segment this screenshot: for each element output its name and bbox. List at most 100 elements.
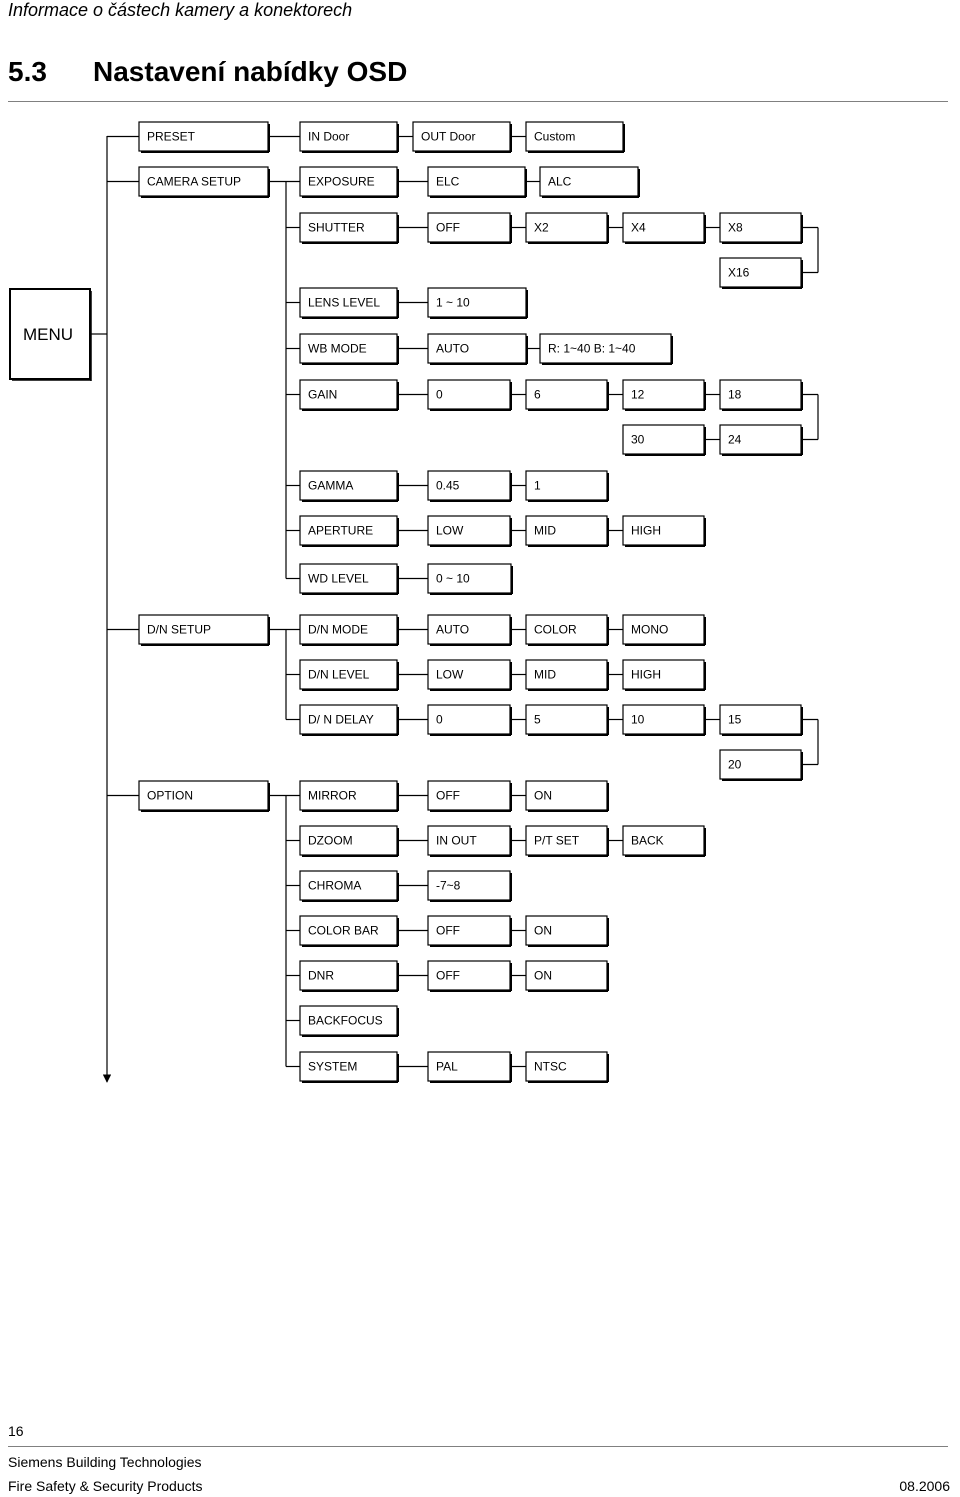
node-dn-delay-0-label: 0 (436, 713, 443, 727)
node-mirror-on-label: ON (534, 789, 552, 803)
node-system-pal-box (427, 1051, 511, 1082)
node-dzoom-label: DZOOM (308, 834, 353, 848)
node-dn-delay-5-label: 5 (534, 713, 541, 727)
node-alc: ALC (539, 166, 640, 198)
footer-date: 08.2006 (899, 1478, 950, 1494)
node-wb-mode-label: WB MODE (308, 342, 367, 356)
node-gain-18-box (719, 379, 802, 410)
node-dn-delay-20-box (719, 749, 802, 780)
node-dnr-off-label: OFF (436, 969, 460, 983)
node-alc-box (539, 166, 639, 197)
node-dn-level-mid-label: MID (534, 668, 556, 682)
node-in-door-label: IN Door (308, 130, 349, 144)
node-shutter-x2: X2 (525, 212, 609, 244)
node-dn-delay-label: D/ N DELAY (308, 713, 374, 727)
node-dn-level-high-label: HIGH (631, 668, 661, 682)
node-gain-24-box (719, 424, 802, 455)
node-dn-mode: D/N MODE (299, 614, 399, 646)
node-mirror-off-label: OFF (436, 789, 460, 803)
node-dn-level-high-box (622, 659, 705, 690)
node-dn-level: D/N LEVEL (299, 659, 399, 691)
node-gain-0-box (427, 379, 511, 410)
node-chroma-range: -7~8 (427, 870, 512, 902)
node-mirror-label: MIRROR (308, 789, 357, 803)
node-in-door: IN Door (299, 121, 399, 153)
node-shutter-x4-label: X4 (631, 221, 646, 235)
node-lens-range-label: 1 ~ 10 (436, 296, 470, 310)
node-dzoom-in-out: IN OUT (427, 825, 512, 857)
node-gain-12: 12 (622, 379, 706, 411)
node-aperture-mid-box (525, 515, 608, 546)
node-gain-0-label: 0 (436, 388, 443, 402)
node-dn-delay-20-label: 20 (728, 758, 742, 772)
node-gain-30-label: 30 (631, 433, 645, 447)
node-gamma-box (299, 470, 398, 501)
node-backfocus: BACKFOCUS (299, 1005, 399, 1037)
node-system-pal: PAL (427, 1051, 512, 1083)
node-gain-30: 30 (622, 424, 706, 456)
node-menu: MENU (9, 288, 92, 381)
node-preset-label: PRESET (147, 130, 196, 144)
node-color-bar-on: ON (525, 915, 609, 947)
node-shutter-x2-box (525, 212, 608, 243)
node-lens-range: 1 ~ 10 (427, 287, 528, 319)
node-gain-24-label: 24 (728, 433, 742, 447)
node-wb-mode-box (299, 333, 398, 364)
node-aperture-high: HIGH (622, 515, 706, 547)
node-color-bar-off-label: OFF (436, 924, 460, 938)
node-gain-6-label: 6 (534, 388, 541, 402)
node-option-box (138, 780, 269, 811)
node-gamma-1: 1 (525, 470, 609, 502)
node-mirror: MIRROR (299, 780, 399, 812)
node-color-bar-off: OFF (427, 915, 512, 947)
node-dzoom-pt-set-label: P/T SET (534, 834, 580, 848)
node-dnr: DNR (299, 960, 399, 992)
node-dn-level-mid: MID (525, 659, 609, 691)
node-dnr-on-label: ON (534, 969, 552, 983)
node-lens-level: LENS LEVEL (299, 287, 399, 319)
node-shutter-x2-label: X2 (534, 221, 549, 235)
node-system-box (299, 1051, 398, 1082)
node-dn-setup-label: D/N SETUP (147, 623, 211, 637)
node-wb-mode: WB MODE (299, 333, 399, 365)
node-dzoom-back: BACK (622, 825, 706, 857)
node-aperture-low: LOW (427, 515, 512, 547)
node-lens-range-box (427, 287, 527, 318)
section-number: 5.3 (8, 56, 47, 87)
node-shutter-x4: X4 (622, 212, 706, 244)
node-dn-mode-mono: MONO (622, 614, 706, 646)
node-exposure: EXPOSURE (299, 166, 399, 198)
node-gamma-045: 0.45 (427, 470, 512, 502)
node-gamma: GAMMA (299, 470, 399, 502)
node-gamma-045-label: 0.45 (436, 479, 460, 493)
node-shutter: SHUTTER (299, 212, 399, 244)
node-aperture: APERTURE (299, 515, 399, 547)
node-wb-rb-label: R: 1~40 B: 1~40 (548, 342, 636, 356)
node-chroma-range-label: -7~8 (436, 879, 461, 893)
node-dn-mode-auto-box (427, 614, 511, 645)
node-custom-label: Custom (534, 130, 575, 144)
node-gain: GAIN (299, 379, 399, 411)
node-dzoom-back-label: BACK (631, 834, 664, 848)
node-menu-box (9, 288, 91, 380)
node-wb-auto: AUTO (427, 333, 528, 365)
node-preset: PRESET (138, 121, 270, 153)
node-color-bar-on-label: ON (534, 924, 552, 938)
node-wd-level-label: WD LEVEL (308, 572, 369, 586)
node-option: OPTION (138, 780, 270, 812)
node-shutter-off: OFF (427, 212, 512, 244)
node-dzoom-box (299, 825, 398, 856)
node-camera-setup-label: CAMERA SETUP (147, 175, 241, 189)
node-dzoom: DZOOM (299, 825, 399, 857)
running-title: Informace o částech kamery a konektorech (8, 0, 353, 20)
node-dn-mode-auto-label: AUTO (436, 623, 469, 637)
node-color-bar: COLOR BAR (299, 915, 399, 947)
node-shutter-off-label: OFF (436, 221, 460, 235)
node-dzoom-in-out-label: IN OUT (436, 834, 477, 848)
node-backfocus-box (299, 1005, 398, 1036)
node-dnr-label: DNR (308, 969, 334, 983)
node-mirror-off-box (427, 780, 511, 811)
node-dn-mode-color: COLOR (525, 614, 609, 646)
